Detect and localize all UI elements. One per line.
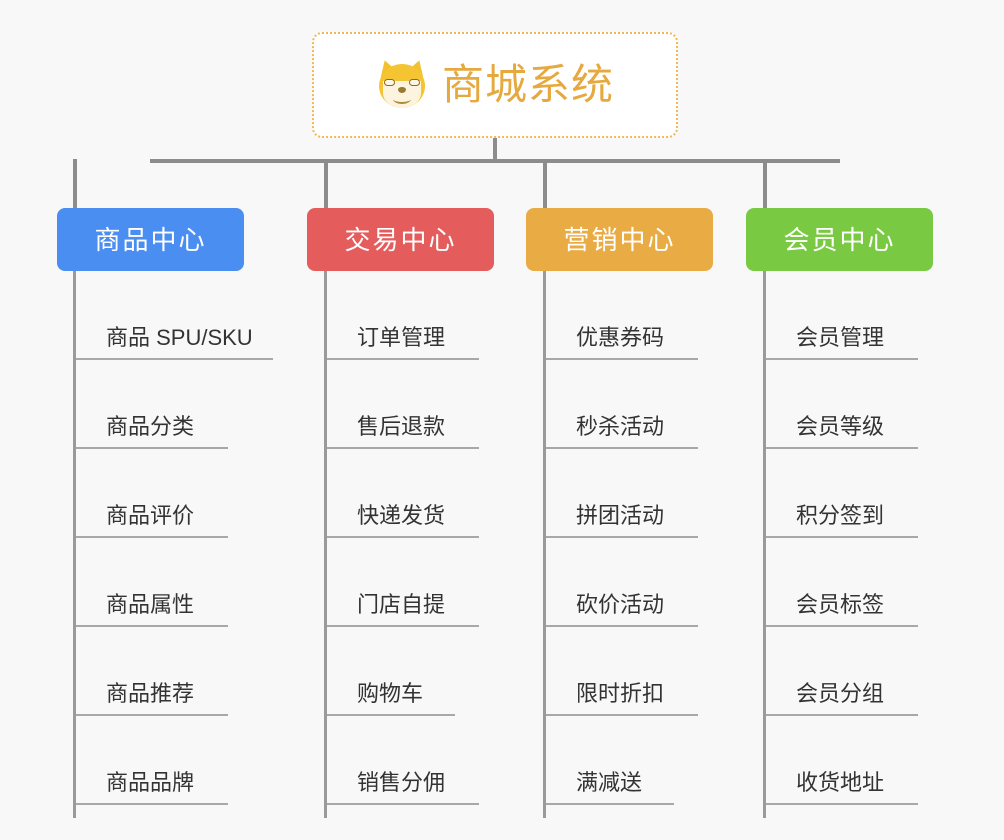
leaf-item-rule [766,447,918,449]
leaf-item-rule [546,358,698,360]
leaf-item-rule [766,714,918,716]
category-label: 会员中心 [783,224,896,255]
leaf-item[interactable]: 秒杀活动 [546,360,698,449]
leaf-item-label: 商品推荐 [106,681,195,706]
leaf-item-label: 销售分佣 [357,770,446,795]
leaf-item-rule [766,358,918,360]
leaf-item[interactable]: 商品推荐 [76,627,228,716]
category-box-trade-center[interactable]: 交易中心 [307,208,494,271]
leaf-item[interactable]: 快递发货 [327,449,479,538]
leaf-item-rule [327,358,479,360]
root-node-mall-system[interactable]: 商城系统 [312,32,678,138]
leaf-item-label: 会员分组 [796,681,885,706]
leaf-item-rule [546,536,698,538]
root-title: 商城系统 [441,61,614,108]
leaf-item-rule [546,447,698,449]
connector-trunk-member-center [763,271,766,818]
leaf-item[interactable]: 订单管理 [327,271,479,360]
leaf-item-label: 购物车 [357,681,424,706]
category-label: 交易中心 [344,224,457,255]
leaf-item[interactable]: 满减送 [546,716,674,805]
leaf-item-label: 拼团活动 [576,503,665,528]
connector-drop-marketing-center [543,159,547,208]
leaf-item-label: 会员管理 [796,325,885,350]
shiba-dog-face-icon [376,57,428,111]
category-label: 商品中心 [94,224,207,255]
category-box-marketing-center[interactable]: 营销中心 [526,208,713,271]
leaf-item-label: 商品分类 [106,414,195,439]
leaf-item-label: 会员标签 [796,592,885,617]
leaf-item[interactable]: 商品属性 [76,538,228,627]
connector-trunk-product-center [73,271,76,818]
connector-drop-product-center [73,159,77,208]
category-label: 营销中心 [563,224,676,255]
leaf-item-label: 门店自提 [357,592,446,617]
leaf-item-label: 商品评价 [106,503,195,528]
leaf-item[interactable]: 门店自提 [327,538,479,627]
leaf-item[interactable]: 收货地址 [766,716,918,805]
connector-root-stem [493,138,497,163]
leaf-item-label: 订单管理 [357,325,446,350]
leaf-item[interactable]: 商品 SPU/SKU [76,271,273,360]
leaf-item-rule [327,714,455,716]
leaf-item[interactable]: 商品分类 [76,360,228,449]
leaf-item[interactable]: 会员分组 [766,627,918,716]
leaf-item[interactable]: 会员标签 [766,538,918,627]
leaf-item-rule [766,536,918,538]
leaf-item-rule [766,625,918,627]
leaf-item-label: 积分签到 [796,503,885,528]
leaf-item-rule [546,714,698,716]
leaf-item-rule [766,803,918,805]
leaf-item-rule [76,625,228,627]
leaf-item-label: 会员等级 [796,414,885,439]
leaf-item-rule [327,447,479,449]
leaf-item-rule [76,803,228,805]
leaf-item[interactable]: 销售分佣 [327,716,479,805]
connector-drop-member-center [763,159,767,208]
leaf-item[interactable]: 会员管理 [766,271,918,360]
leaf-item-rule [76,447,228,449]
leaf-item-label: 收货地址 [796,770,885,795]
leaf-item-label: 快递发货 [357,503,446,528]
leaf-item-label: 商品品牌 [106,770,195,795]
leaf-item-rule [327,625,479,627]
leaf-item[interactable]: 砍价活动 [546,538,698,627]
leaf-item-rule [327,803,479,805]
leaf-item-label: 满减送 [576,770,643,795]
leaf-item-label: 售后退款 [357,414,446,439]
leaf-item[interactable]: 会员等级 [766,360,918,449]
leaf-item-label: 商品 SPU/SKU [106,325,253,350]
leaf-item-label: 砍价活动 [576,592,665,617]
leaf-item[interactable]: 商品评价 [76,449,228,538]
leaf-item-rule [327,536,479,538]
leaf-item-rule [76,358,273,360]
leaf-item-label: 秒杀活动 [576,414,665,439]
category-box-member-center[interactable]: 会员中心 [746,208,933,271]
leaf-item-rule [76,536,228,538]
leaf-item-rule [546,803,674,805]
leaf-item[interactable]: 拼团活动 [546,449,698,538]
category-box-product-center[interactable]: 商品中心 [57,208,244,271]
leaf-item-label: 限时折扣 [576,681,665,706]
leaf-item[interactable]: 限时折扣 [546,627,698,716]
leaf-item[interactable]: 积分签到 [766,449,918,538]
connector-trunk-trade-center [324,271,327,818]
leaf-item-label: 商品属性 [106,592,195,617]
leaf-item-rule [546,625,698,627]
leaf-item-label: 优惠券码 [576,325,665,350]
leaf-item-rule [76,714,228,716]
leaf-item[interactable]: 优惠券码 [546,271,698,360]
connector-drop-trade-center [324,159,328,208]
leaf-item[interactable]: 购物车 [327,627,455,716]
connector-horizontal-bus [150,159,840,163]
leaf-item[interactable]: 商品品牌 [76,716,228,805]
leaf-item[interactable]: 售后退款 [327,360,479,449]
connector-trunk-marketing-center [543,271,546,818]
